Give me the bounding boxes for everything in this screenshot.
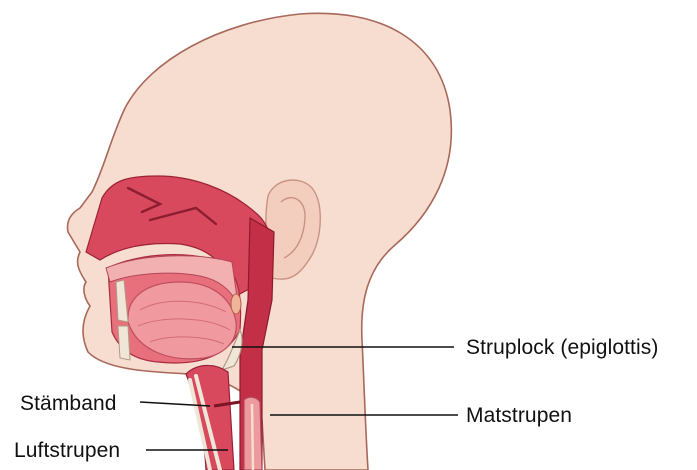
esophagus-label: Matstrupen bbox=[466, 405, 572, 426]
uvula bbox=[231, 294, 241, 314]
lower-teeth bbox=[118, 326, 130, 360]
epiglottis-label: Struplock (epiglottis) bbox=[466, 337, 658, 358]
larynx bbox=[186, 365, 234, 470]
esophagus-lumen bbox=[252, 404, 253, 470]
vocal-cords-label: Stämband bbox=[20, 393, 117, 414]
trachea-label: Luftstrupen bbox=[14, 440, 120, 461]
